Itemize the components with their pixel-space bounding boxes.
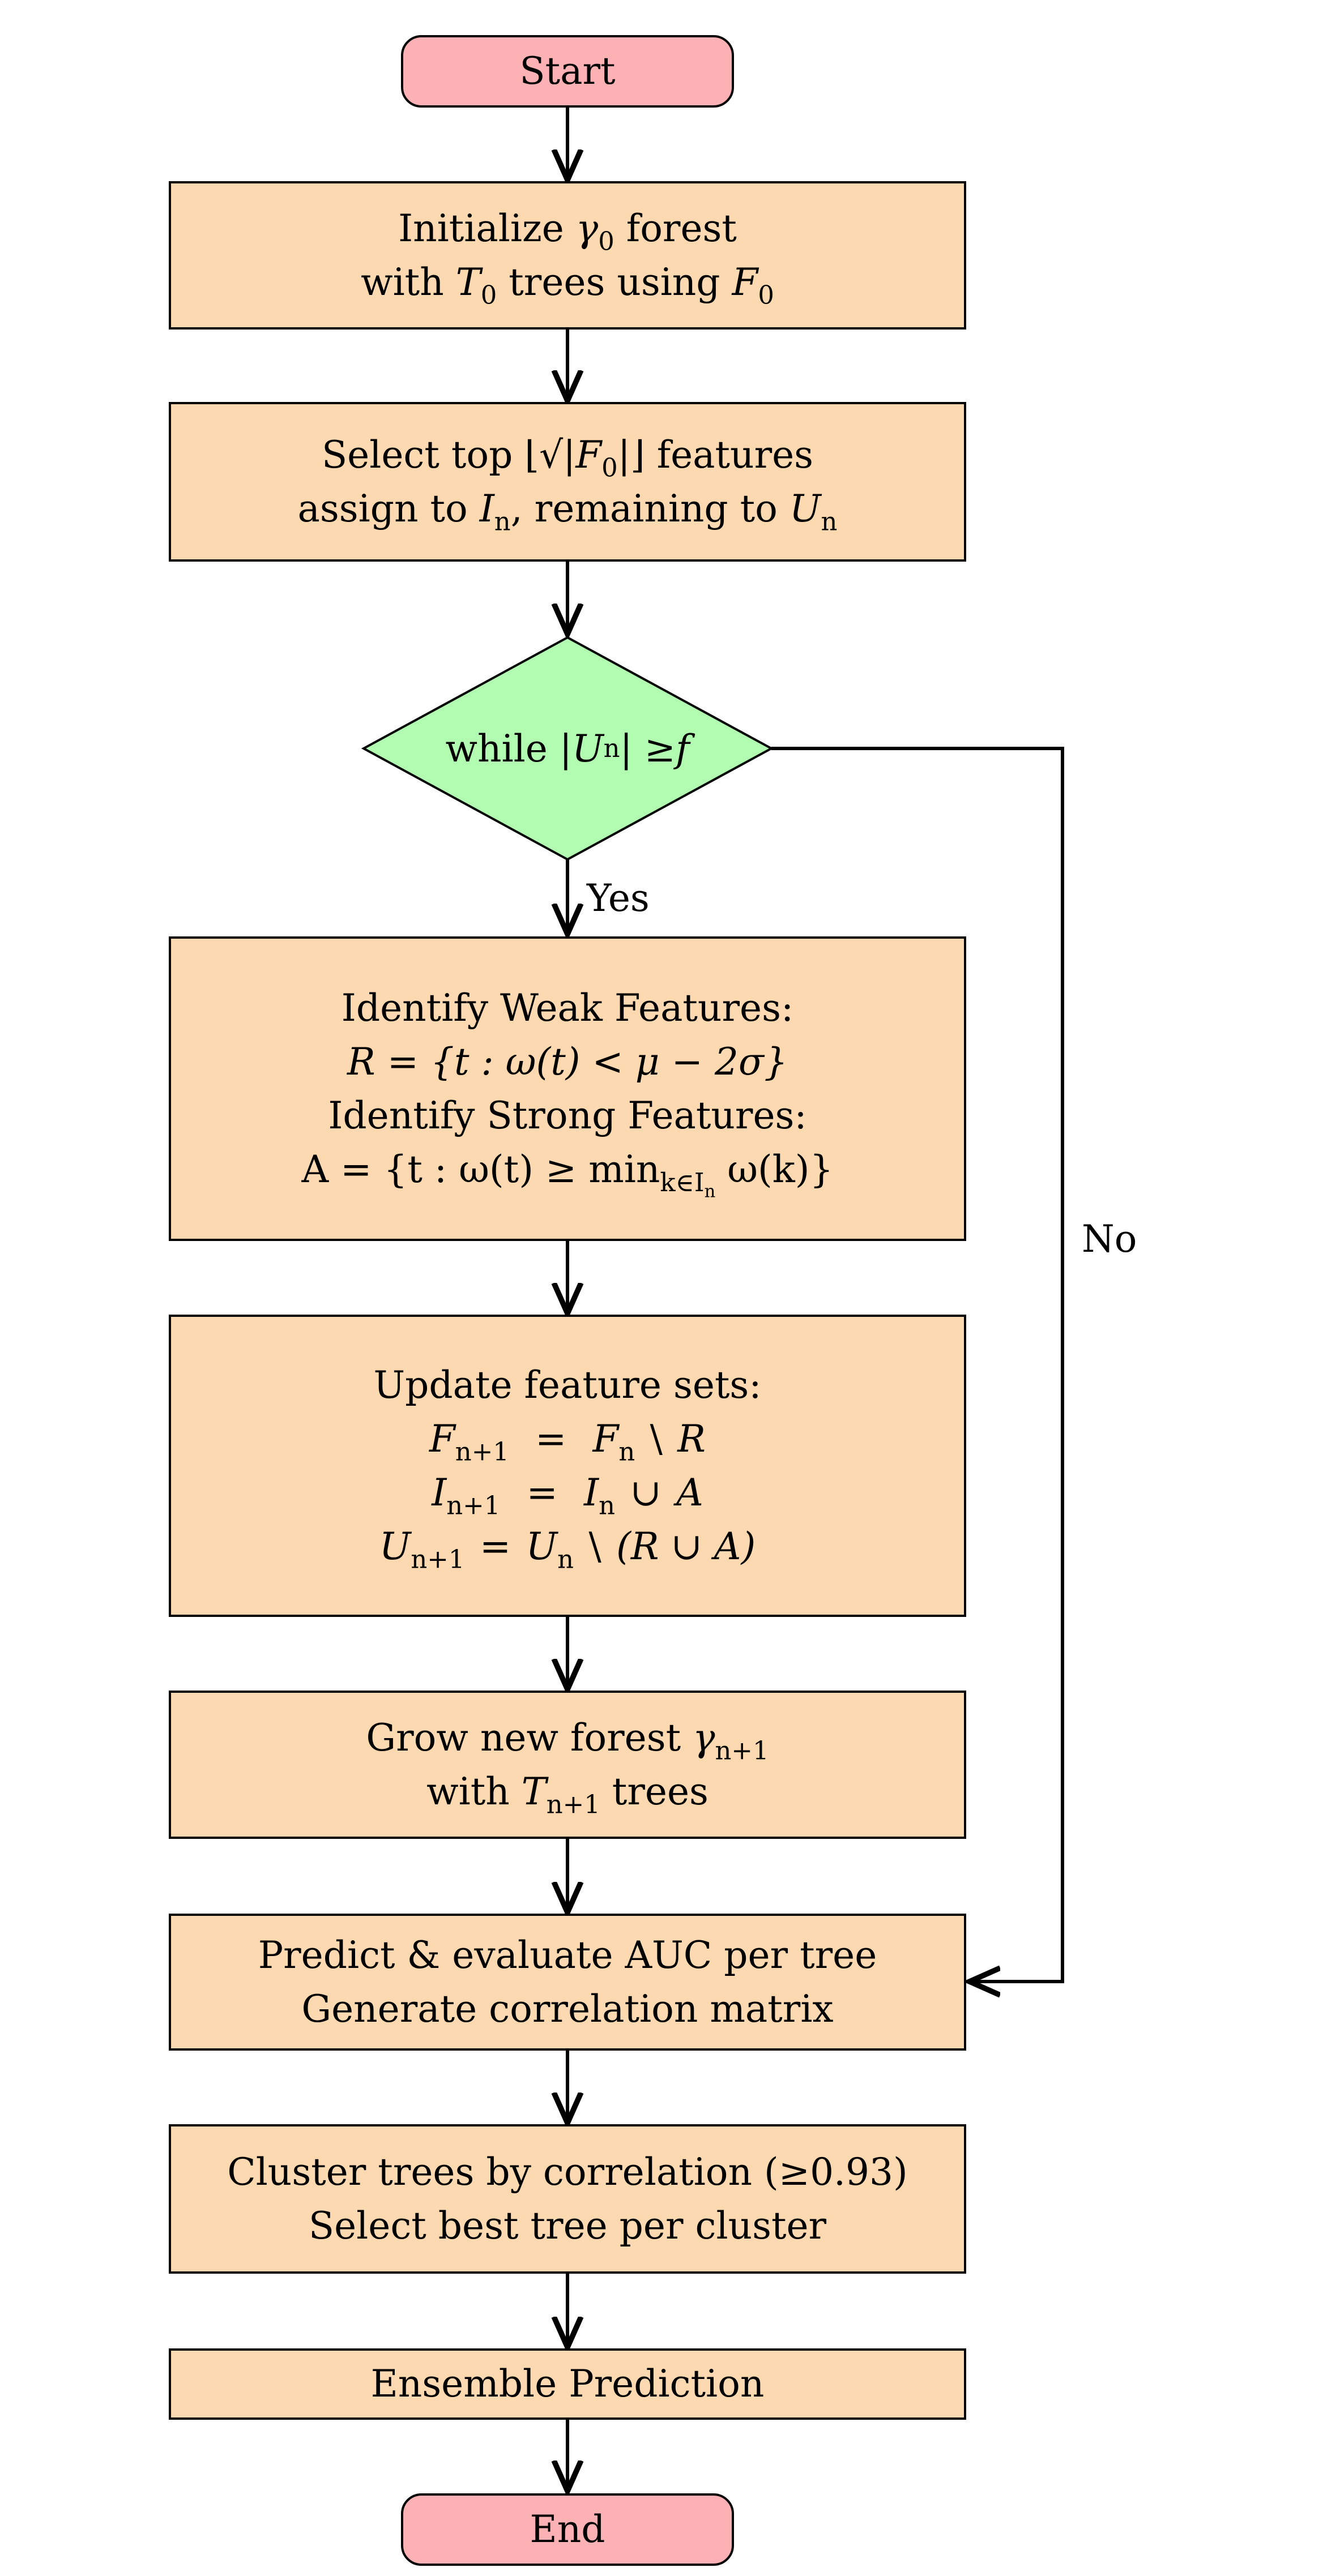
- update-heading: Update feature sets:: [373, 1363, 762, 1407]
- edge-label-yes: Yes: [587, 876, 650, 920]
- cluster-line-1: Cluster trees by correlation (≥0.93): [227, 2150, 908, 2194]
- edge-label-no: No: [1082, 1217, 1137, 1261]
- cluster-line-2: Select best tree per cluster: [308, 2204, 827, 2248]
- grow-forest-node: Grow new forest γn+1 with Tn+1 trees: [169, 1691, 966, 1839]
- select-line-1: Select top ⌊√|F0|⌋ features: [321, 433, 814, 483]
- update-formula-i: In+1=In∪A: [432, 1471, 703, 1521]
- arrow-decision-no-branch: [771, 747, 1064, 1982]
- cluster-trees-node: Cluster trees by correlation (≥0.93) Sel…: [169, 2124, 966, 2274]
- grow-line-2: with Tn+1 trees: [426, 1770, 709, 1820]
- select-line-2: assign to In, remaining to Un: [297, 487, 838, 537]
- select-features-node: Select top ⌊√|F0|⌋ features assign to In…: [169, 402, 966, 562]
- update-formula-f: Fn+1=Fn\R: [429, 1417, 706, 1467]
- start-node: Start: [401, 35, 734, 108]
- predict-line-1: Predict & evaluate AUC per tree: [258, 1933, 877, 1977]
- predict-evaluate-node: Predict & evaluate AUC per tree Generate…: [169, 1914, 966, 2051]
- predict-line-2: Generate correlation matrix: [301, 1987, 834, 2031]
- ensemble-prediction-node: Ensemble Prediction: [169, 2348, 966, 2420]
- initialize-line-2: with T0 trees using F0: [361, 260, 774, 310]
- grow-line-1: Grow new forest γn+1: [366, 1715, 769, 1766]
- start-label: Start: [519, 49, 616, 93]
- identify-weak-heading: Identify Weak Features:: [341, 986, 794, 1030]
- initialize-line-1: Initialize γ0 forest: [398, 206, 737, 256]
- identify-features-node: Identify Weak Features: R = {t : ω(t) < …: [169, 936, 966, 1241]
- identify-strong-formula: A = {t : ω(t) ≥ mink∈In ω(k)}: [301, 1148, 834, 1202]
- update-feature-sets-node: Update feature sets: Fn+1=Fn\R In+1=In∪A…: [169, 1315, 966, 1617]
- identify-weak-formula: R = {t : ω(t) < μ − 2σ}: [347, 1039, 788, 1084]
- identify-strong-heading: Identify Strong Features:: [328, 1093, 807, 1137]
- initialize-forest-node: Initialize γ0 forest with T0 trees using…: [169, 181, 966, 330]
- ensemble-label: Ensemble Prediction: [370, 2362, 765, 2406]
- end-node: End: [401, 2493, 734, 2566]
- update-formula-u: Un+1=Un\(R ∪ A): [379, 1525, 756, 1574]
- end-label: End: [530, 2507, 605, 2552]
